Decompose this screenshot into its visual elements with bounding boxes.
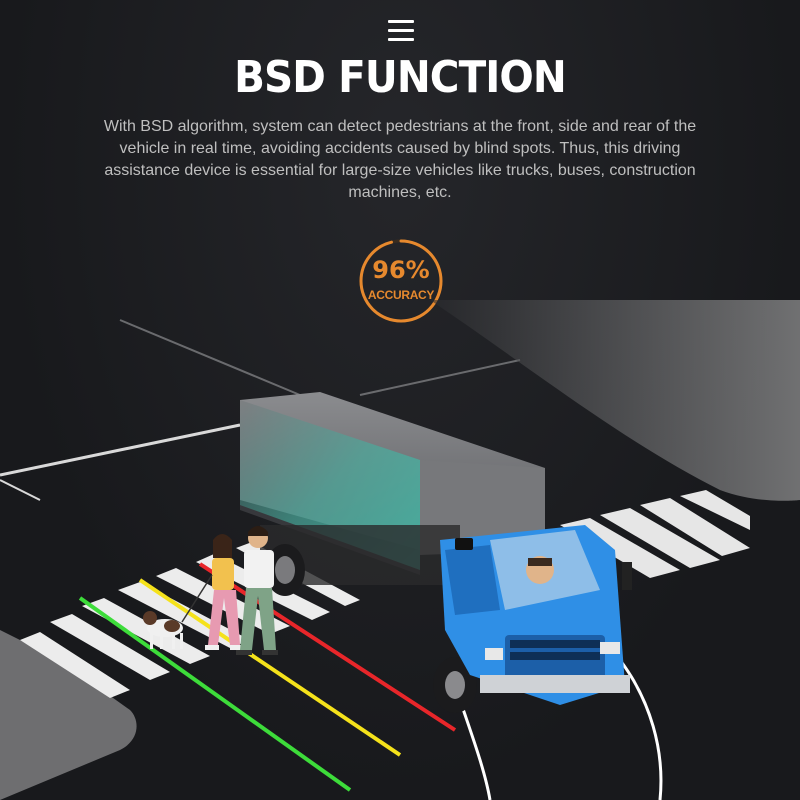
red-zone-line (198, 562, 457, 732)
white-arc-front (458, 699, 492, 800)
pedestrian-woman (205, 534, 244, 650)
dog (143, 574, 213, 649)
blind-spot-zones (78, 562, 663, 800)
green-zone-line (78, 596, 352, 792)
truck-chassis (260, 525, 477, 713)
road-surface (0, 300, 800, 800)
page-title: BSD FUNCTION (234, 52, 567, 103)
accuracy-value: 96% (372, 256, 430, 284)
hamburger-menu-icon[interactable] (388, 20, 414, 42)
accuracy-badge: 96% ACCURACY (358, 238, 444, 324)
truck-cab (440, 525, 632, 705)
accuracy-label: ACCURACY (367, 288, 435, 302)
pedestrians (143, 526, 278, 655)
white-arc-side (618, 659, 663, 800)
pedestrian-man (236, 526, 278, 655)
truck-blind-spot-illustration (0, 300, 800, 800)
yellow-zone-line (138, 578, 402, 757)
feature-description: With BSD algorithm, system can detect pe… (103, 118, 697, 201)
